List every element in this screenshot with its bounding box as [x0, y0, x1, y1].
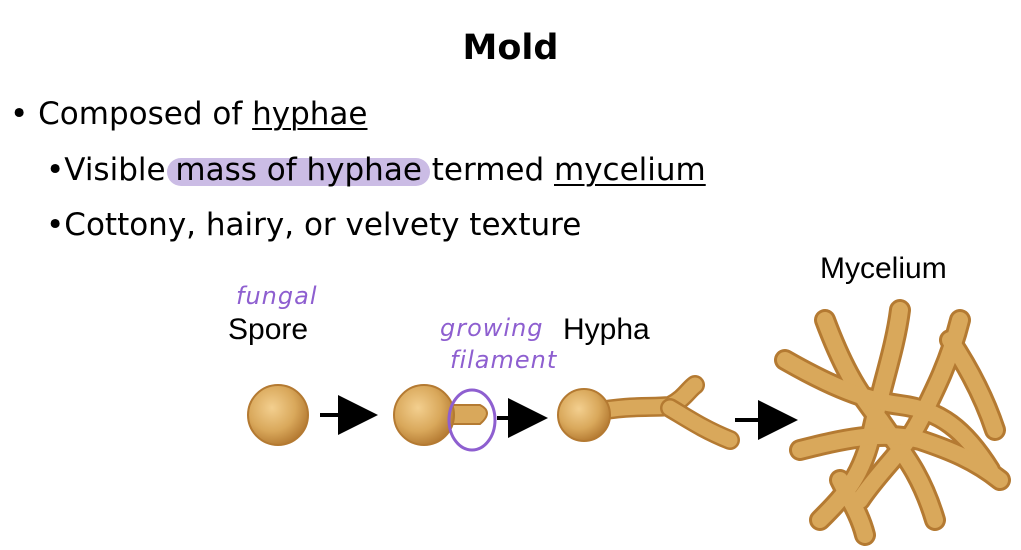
slide-title: Mold	[462, 28, 559, 68]
hypha-structure	[557, 375, 740, 450]
highlighted-mass-of-hyphae: mass of hyphae	[175, 152, 422, 188]
bullet-texture: •Cottony, hairy, or velvety texture	[46, 207, 581, 243]
annotation-fungal: fungal	[236, 282, 318, 310]
annotation-filament: filament	[450, 346, 558, 374]
bullet-dot: •	[46, 207, 65, 243]
bullet-text: Visible	[64, 152, 176, 188]
bullet-text: Composed of	[38, 96, 253, 132]
annotation-growing: growing	[440, 314, 544, 342]
growing-filament-circle	[447, 388, 497, 452]
bullet-dot: •	[46, 152, 65, 188]
bullet-dot: •	[10, 96, 29, 132]
mycelium-network	[774, 299, 1011, 546]
bullet-visible-mass: •Visible mass of hyphae termed mycelium	[46, 152, 706, 188]
label-mycelium: Mycelium	[820, 252, 947, 285]
bullet-text: Cottony, hairy, or velvety texture	[64, 207, 582, 243]
term-mycelium: mycelium	[554, 152, 706, 188]
term-hyphae: hyphae	[252, 96, 368, 132]
label-spore: Spore	[228, 313, 309, 346]
bullet-composed: • Composed of hyphae	[10, 96, 368, 132]
label-hypha: Hypha	[563, 313, 650, 346]
spore-cell	[247, 384, 309, 446]
germinating-spore	[393, 384, 488, 446]
bullet-text-mid: termed	[421, 152, 554, 188]
